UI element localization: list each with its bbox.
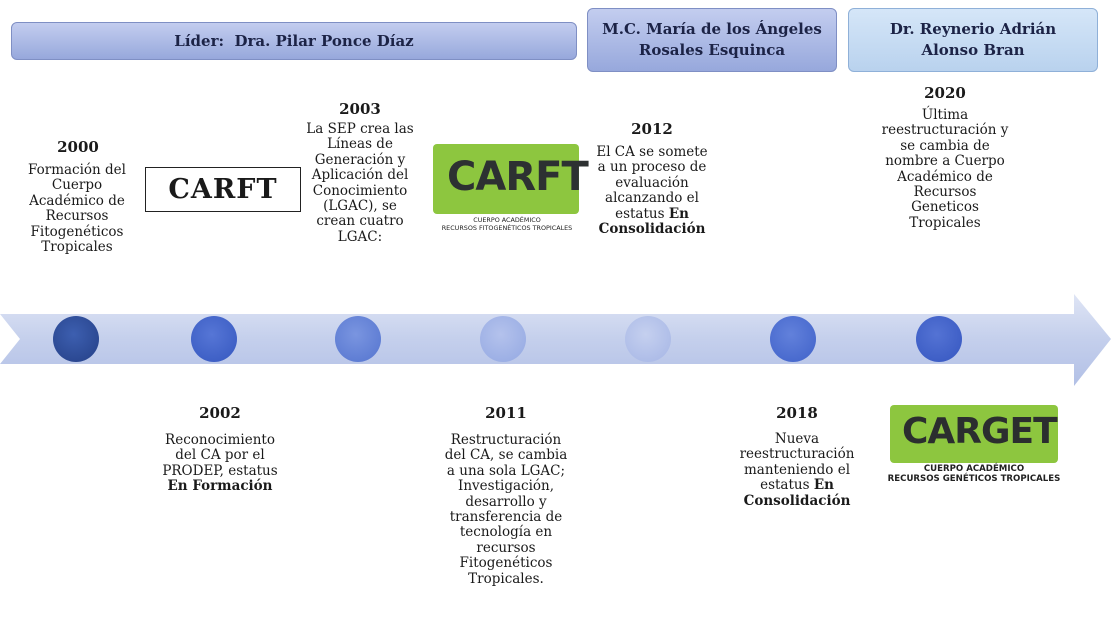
leader-banner-1: Líder: Dra. Pilar Ponce Díaz	[11, 22, 577, 60]
carft-logo-sub1: CUERPO ACADÉMICO	[473, 216, 541, 224]
year-2020: 2020	[924, 84, 966, 102]
leader-name-3: Dr. Reynerio Adrián Alonso Bran	[889, 20, 1057, 59]
carft-logo-text: CARFT	[447, 154, 589, 200]
leader-banner-3: Dr. Reynerio Adrián Alonso Bran	[848, 8, 1098, 72]
carget-logo-sub2: RECURSOS GENÉTICOS TROPICALES	[887, 474, 1061, 484]
carft-logo-subtitle: CUERPO ACADÉMICO RECURSOS FITOGENÉTICOS …	[428, 216, 586, 232]
event-2003-text: La SEP crea las Líneas de Generación y A…	[306, 121, 414, 245]
carft-logo-sub2: RECURSOS FITOGENÉTICOS TROPICALES	[441, 224, 573, 232]
timeline-node-2002	[191, 316, 237, 362]
carget-logo-subtitle: CUERPO ACADÉMICO RECURSOS GENÉTICOS TROP…	[880, 464, 1068, 484]
carget-logo-text: CARGET	[902, 411, 1058, 452]
timeline-arrow	[0, 294, 1111, 386]
carft-logo: CARFT	[433, 144, 589, 214]
timeline-arrow-body	[0, 294, 1111, 386]
year-2011: 2011	[485, 404, 527, 422]
event-2002-text-pre: Reconocimiento del CA por el PRODEP, est…	[162, 432, 278, 479]
year-2000: 2000	[57, 138, 99, 156]
leader-banner-2: M.C. María de los Ángeles Rosales Esquin…	[587, 8, 837, 72]
year-2002: 2002	[199, 404, 241, 422]
event-2000-text: Formación del Cuerpo Académico de Recurs…	[27, 162, 126, 256]
event-2018-text-pre: Nueva reestructuración manteniendo el es…	[739, 431, 855, 494]
event-2002-text: Reconocimiento del CA por el PRODEP, est…	[158, 432, 282, 495]
event-2012-text: El CA se somete a un proceso de evaluaci…	[592, 144, 712, 238]
year-2012: 2012	[631, 120, 673, 138]
timeline-node-2018	[770, 316, 816, 362]
year-2018: 2018	[776, 404, 818, 422]
leader-name-2: M.C. María de los Ángeles Rosales Esquin…	[602, 20, 822, 59]
event-2012-text-pre: El CA se somete a un proceso de evaluaci…	[596, 144, 708, 222]
event-2020-text: Última reestructuración y se cambia de n…	[881, 107, 1009, 231]
timeline-node-2020	[916, 316, 962, 362]
carft-label: CARFT	[168, 174, 278, 205]
event-2002-status: En Formación	[167, 478, 273, 495]
carget-logo: CARGET	[890, 405, 1058, 463]
timeline-node-2012	[625, 316, 671, 362]
timeline-node-2000	[53, 316, 99, 362]
event-2018-status: En Consolidación	[743, 477, 851, 509]
event-2011-text: Restructuración del CA, se cambia a una …	[444, 432, 568, 587]
leader-name-1: Líder: Dra. Pilar Ponce Díaz	[174, 31, 414, 50]
timeline-node-2011	[480, 316, 526, 362]
event-2012-status: En Consolidación	[598, 205, 706, 238]
event-2018-text: Nueva reestructuración manteniendo el es…	[732, 431, 862, 509]
year-2003: 2003	[339, 100, 381, 118]
carget-logo-sub1: CUERPO ACADÉMICO	[923, 464, 1025, 474]
carft-label-box: CARFT	[145, 167, 301, 212]
timeline-node-2003	[335, 316, 381, 362]
